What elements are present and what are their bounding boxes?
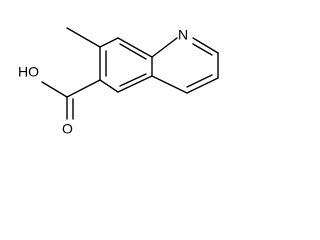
bond-c8-c7 bbox=[99, 37, 119, 48]
bond-c3-c4 bbox=[186, 77, 219, 94]
hydroxyl-label: HO bbox=[18, 64, 39, 80]
carbonyl-oxygen-label: O bbox=[62, 121, 73, 137]
double-bond-n1-c2 bbox=[192, 43, 213, 56]
benzene-ring bbox=[99, 37, 153, 93]
pyridine-ring bbox=[151, 37, 219, 94]
bond-n1-c2 bbox=[192, 37, 219, 54]
carboxylic-acid-group bbox=[41, 79, 101, 120]
double-bond-c8-c8a bbox=[119, 43, 147, 60]
chemical-structure-diagram: N O HO bbox=[18, 27, 219, 137]
bond-c4-c4a bbox=[151, 75, 188, 94]
nitrogen-atom-label: N bbox=[178, 27, 188, 43]
bond-c8a-c8 bbox=[117, 37, 153, 58]
bond-c8a-n1 bbox=[151, 37, 178, 58]
bond-c5-c4a bbox=[117, 75, 153, 93]
double-bond-c3-c4 bbox=[186, 74, 213, 88]
double-bond-c5-c4a bbox=[119, 73, 147, 87]
bond-c-oh bbox=[41, 81, 68, 98]
methyl-bond bbox=[66, 27, 101, 48]
bond-ring-to-carbonyl-carbon bbox=[66, 79, 101, 98]
bond-c6-c5 bbox=[99, 79, 119, 93]
